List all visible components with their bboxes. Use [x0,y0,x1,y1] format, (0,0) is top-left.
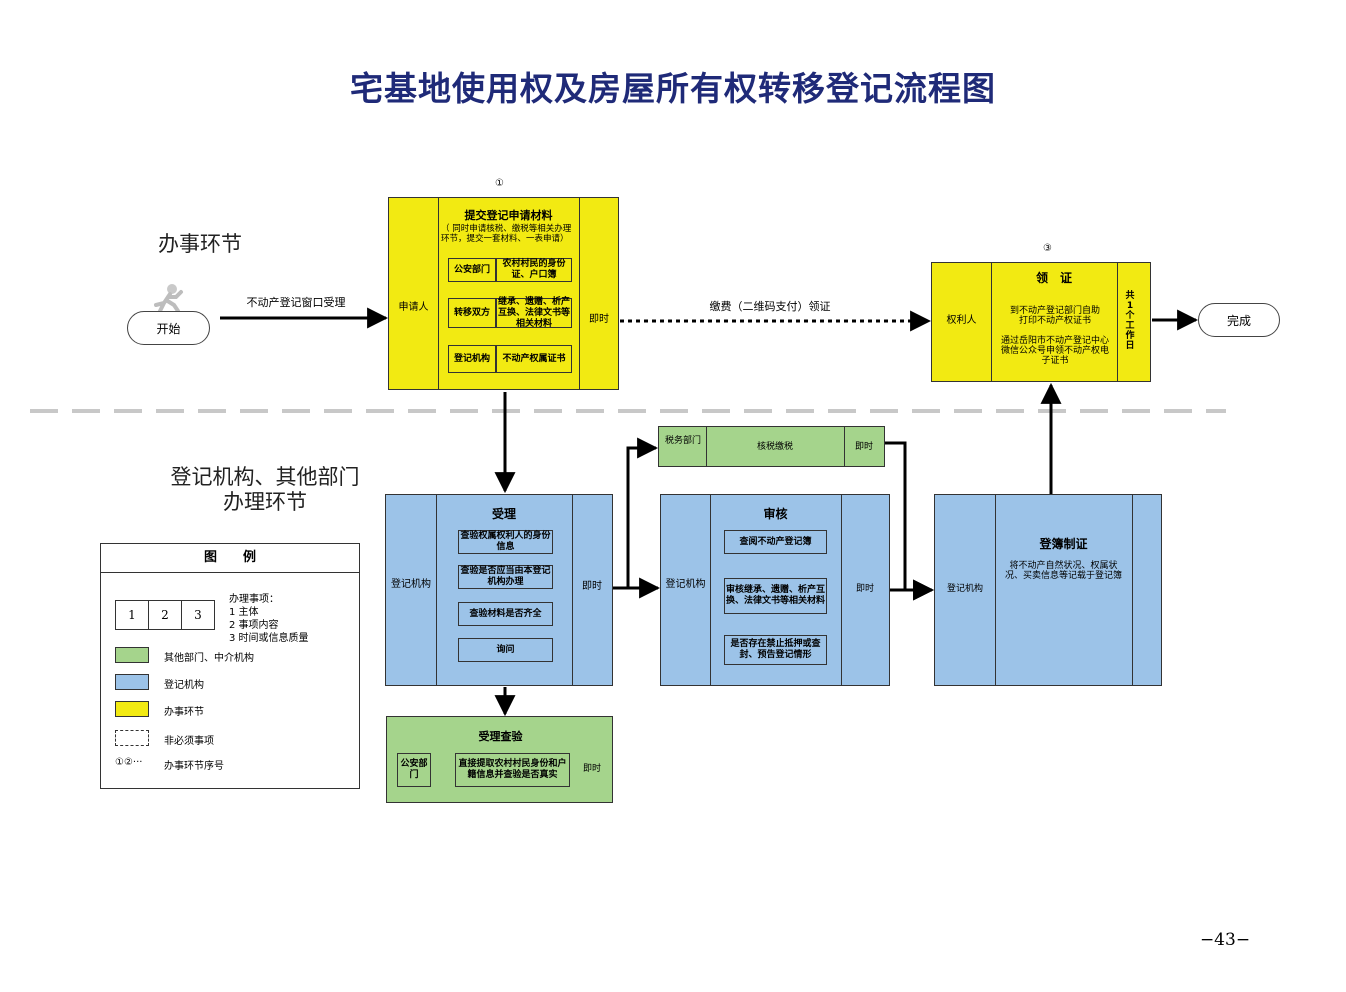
register-text: 将不动产自然状况、权属状况、买卖信息等记载于登记簿 [1004,561,1122,581]
row-dept-parties: 转移双方 [448,298,496,328]
accept-check-heading: 受理查验 [478,730,523,743]
accept-check-dept: 公安部门 [397,753,431,787]
legend: 图 例 1 2 3 办理事项： 1 主体 2 事项内容 3 时间或信息质量 其他… [100,543,360,789]
edge-label-pay: 缴费（二维码支付）领证 [709,300,831,313]
tax-item: 核税缴税 [756,442,793,452]
step-marker-3: ③ [1043,243,1052,254]
collect-subject: 权利人 [946,315,977,326]
runner-icon [154,284,183,313]
accept-check-item: 直接提取农村村民身份和户籍信息并查验是否真实 [455,753,570,787]
register-heading: 登簿制证 [1039,537,1088,551]
legend-swatch-yellow [115,701,149,717]
end-node: 完成 [1198,303,1280,337]
review-time: 即时 [855,584,874,594]
legend-desc-content: 2 事项内容 [229,620,279,631]
tax-dept: 税务部门 [664,436,701,446]
accept-item-jurisdiction: 查验是否应当由本登记机构办理 [458,565,553,589]
row-item-certificate: 不动产权属证书 [496,345,572,373]
legend-symbol-sequence: ①②··· [115,757,143,768]
review-item-materials: 审核继承、遗赠、析产互换、法律文书等相关材料 [724,578,827,614]
accept-time: 即时 [582,581,602,592]
start-node: 开始 [127,311,210,345]
submit-heading: 提交登记申请材料 [464,209,553,222]
submit-time: 即时 [589,314,609,325]
collect-certificate-box: 权利人 领 证 到不动产登记部门自助打印不动产权证书 通过岳阳市不动产登记中心微… [931,262,1151,382]
legend-label-registry: 登记机构 [164,680,204,691]
page-number: −43− [1199,930,1251,950]
legend-desc-title: 办理事项： [229,594,279,605]
row-item-inheritance: 继承、遗赠、析产互换、法律文书等相关材料 [496,296,572,329]
legend-swatch-dashed [115,730,149,746]
legend-cell-3: 3 [194,608,202,622]
review-item-restrictions: 是否存在禁止抵押或查封、预告登记情形 [724,635,827,665]
legend-desc-time: 3 时间或信息质量 [229,633,309,644]
review-item-ledger: 查阅不动产登记簿 [724,530,827,554]
collect-text-print: 到不动产登记部门自助打印不动产权证书 [1009,306,1100,326]
accept-box: 登记机构 受理 查验权属权利人的身份信息 查验是否应当由本登记机构办理 查验材料… [385,494,613,686]
submit-materials-box: 申请人 提交登记申请材料 （ 同时申请核税、缴税等相关办理环节，提交一套材料、一… [388,197,619,390]
legend-cell-1: 1 [116,601,149,629]
legend-title: 图 例 [101,544,359,573]
legend-desc-subject: 1 主体 [229,607,259,618]
arrow-tax-to-register [885,441,935,601]
legend-label-other: 其他部门、中介机构 [164,653,254,664]
legend-cells: 1 2 3 [115,600,215,630]
legend-swatch-blue [115,674,149,690]
accept-check-time: 即时 [582,764,601,774]
collect-heading: 领 证 [1035,271,1072,285]
review-subject: 登记机构 [665,579,706,590]
tax-box: 税务部门 核税缴税 即时 [658,426,885,467]
row-item-id-card: 农村村民的身份证、户口簿 [496,258,572,282]
page-title: 宅基地使用权及房屋所有权转移登记流程图 [350,69,996,108]
arrow-accept-to-tax [626,437,659,588]
section-label-top: 办事环节 [158,232,242,256]
register-box: 登记机构 登簿制证 将不动产自然状况、权属状况、买卖信息等记载于登记簿 [934,494,1162,686]
row-dept-registry: 登记机构 [448,345,496,373]
submit-subject: 申请人 [398,302,429,313]
accept-heading: 受理 [491,507,516,521]
accept-subject: 登记机构 [391,579,431,590]
row-dept-police: 公安部门 [448,258,496,282]
section-label-bottom: 登记机构、其他部门办理环节 [170,465,360,514]
legend-label-service: 办事环节 [164,707,204,718]
accept-item-inquiry: 询问 [458,638,553,662]
tax-time: 即时 [854,442,873,452]
collect-text-wechat: 通过岳阳市不动产登记中心微信公众号申领不动产权电子证书 [1001,336,1110,366]
legend-label-sequence: 办事环节序号 [164,761,224,772]
accept-item-complete: 查验材料是否齐全 [458,602,553,626]
legend-label-optional: 非必须事项 [164,736,214,747]
submit-note: （ 同时申请核税、缴税等相关办理环节，提交一套材料、一表申请） [441,224,572,244]
register-subject: 登记机构 [946,584,983,594]
legend-cell-2: 2 [149,601,182,629]
collect-time: 共1个工作日 [1125,291,1135,351]
review-heading: 审核 [763,507,788,521]
accept-check-box: 受理查验 公安部门 直接提取农村村民身份和户籍信息并查验是否真实 即时 [386,716,613,803]
accept-item-identity: 查验权属权利人的身份信息 [458,530,553,554]
step-marker-1: ① [495,178,504,189]
edge-label-window: 不动产登记窗口受理 [246,296,346,309]
legend-swatch-green [115,647,149,663]
review-box: 登记机构 审核 查阅不动产登记簿 审核继承、遗赠、析产互换、法律文书等相关材料 … [660,494,890,686]
